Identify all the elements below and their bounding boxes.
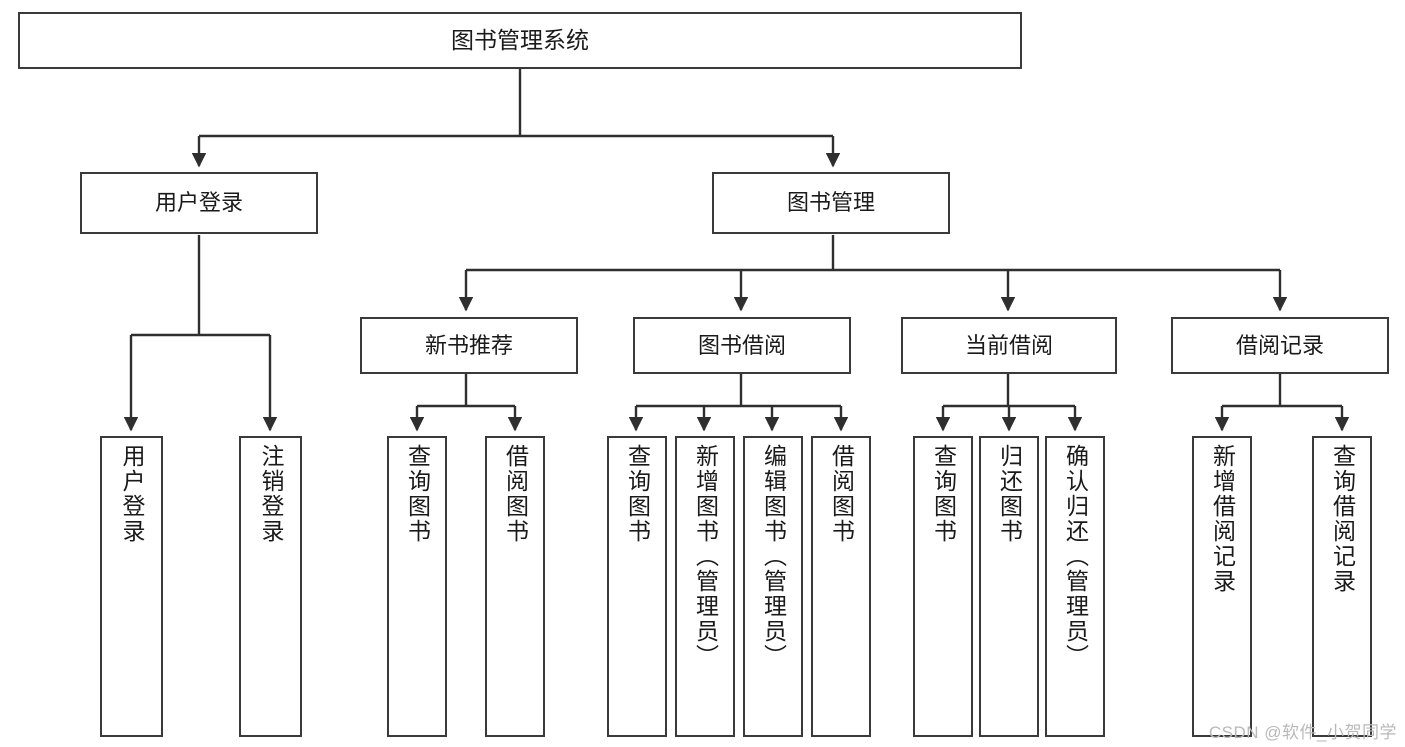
node-borrow-record-label: 借阅记录 [1235, 332, 1324, 358]
node-leaf-confirm-return-label: 确认归还（管理员） [1062, 444, 1089, 669]
node-current-borrow[interactable]: 当前借阅 [901, 317, 1117, 374]
node-leaf-borrow-book-2[interactable]: 借阅图书 [811, 436, 871, 737]
node-leaf-return-book[interactable]: 归还图书 [979, 436, 1039, 737]
node-leaf-query-book-2[interactable]: 查询图书 [607, 436, 667, 737]
node-book-manage-label: 图书管理 [786, 190, 875, 216]
node-borrow-record[interactable]: 借阅记录 [1171, 317, 1389, 374]
node-leaf-return-book-label: 归还图书 [996, 444, 1023, 544]
node-leaf-borrow-book-2-label: 借阅图书 [828, 444, 855, 544]
node-root[interactable]: 图书管理系统 [18, 12, 1022, 69]
node-new-book-rec-label: 新书推荐 [424, 332, 513, 358]
node-book-manage[interactable]: 图书管理 [712, 172, 950, 234]
node-leaf-add-book[interactable]: 新增图书（管理员） [675, 436, 735, 737]
node-new-book-rec[interactable]: 新书推荐 [360, 317, 578, 374]
node-leaf-add-record-label: 新增借阅记录 [1209, 444, 1236, 594]
node-leaf-confirm-return[interactable]: 确认归还（管理员） [1045, 436, 1105, 737]
node-leaf-add-record[interactable]: 新增借阅记录 [1192, 436, 1252, 737]
node-leaf-user-login-label: 用户登录 [119, 444, 145, 544]
node-user-login-label: 用户登录 [154, 190, 243, 216]
node-book-borrow[interactable]: 图书借阅 [633, 317, 851, 374]
node-leaf-edit-book[interactable]: 编辑图书（管理员） [743, 436, 803, 737]
node-leaf-add-book-label: 新增图书（管理员） [692, 444, 719, 669]
node-leaf-query-book-2-label: 查询图书 [624, 444, 651, 544]
node-leaf-borrow-book-1[interactable]: 借阅图书 [485, 436, 545, 737]
node-leaf-borrow-book-1-label: 借阅图书 [502, 444, 529, 544]
node-leaf-query-record-label: 查询借阅记录 [1329, 444, 1356, 594]
node-leaf-query-book-3[interactable]: 查询图书 [913, 436, 973, 737]
node-book-borrow-label: 图书借阅 [697, 332, 786, 358]
node-leaf-logout-label: 注销登录 [258, 444, 284, 544]
node-current-borrow-label: 当前借阅 [964, 332, 1053, 358]
node-user-login[interactable]: 用户登录 [80, 172, 318, 234]
node-root-label: 图书管理系统 [451, 26, 589, 53]
node-leaf-user-login[interactable]: 用户登录 [100, 436, 163, 737]
node-leaf-edit-book-label: 编辑图书（管理员） [760, 444, 787, 669]
node-leaf-logout[interactable]: 注销登录 [239, 436, 302, 737]
node-leaf-query-book-1[interactable]: 查询图书 [387, 436, 447, 737]
node-leaf-query-book-3-label: 查询图书 [930, 444, 957, 544]
node-leaf-query-book-1-label: 查询图书 [404, 444, 431, 544]
node-leaf-query-record[interactable]: 查询借阅记录 [1312, 436, 1372, 737]
